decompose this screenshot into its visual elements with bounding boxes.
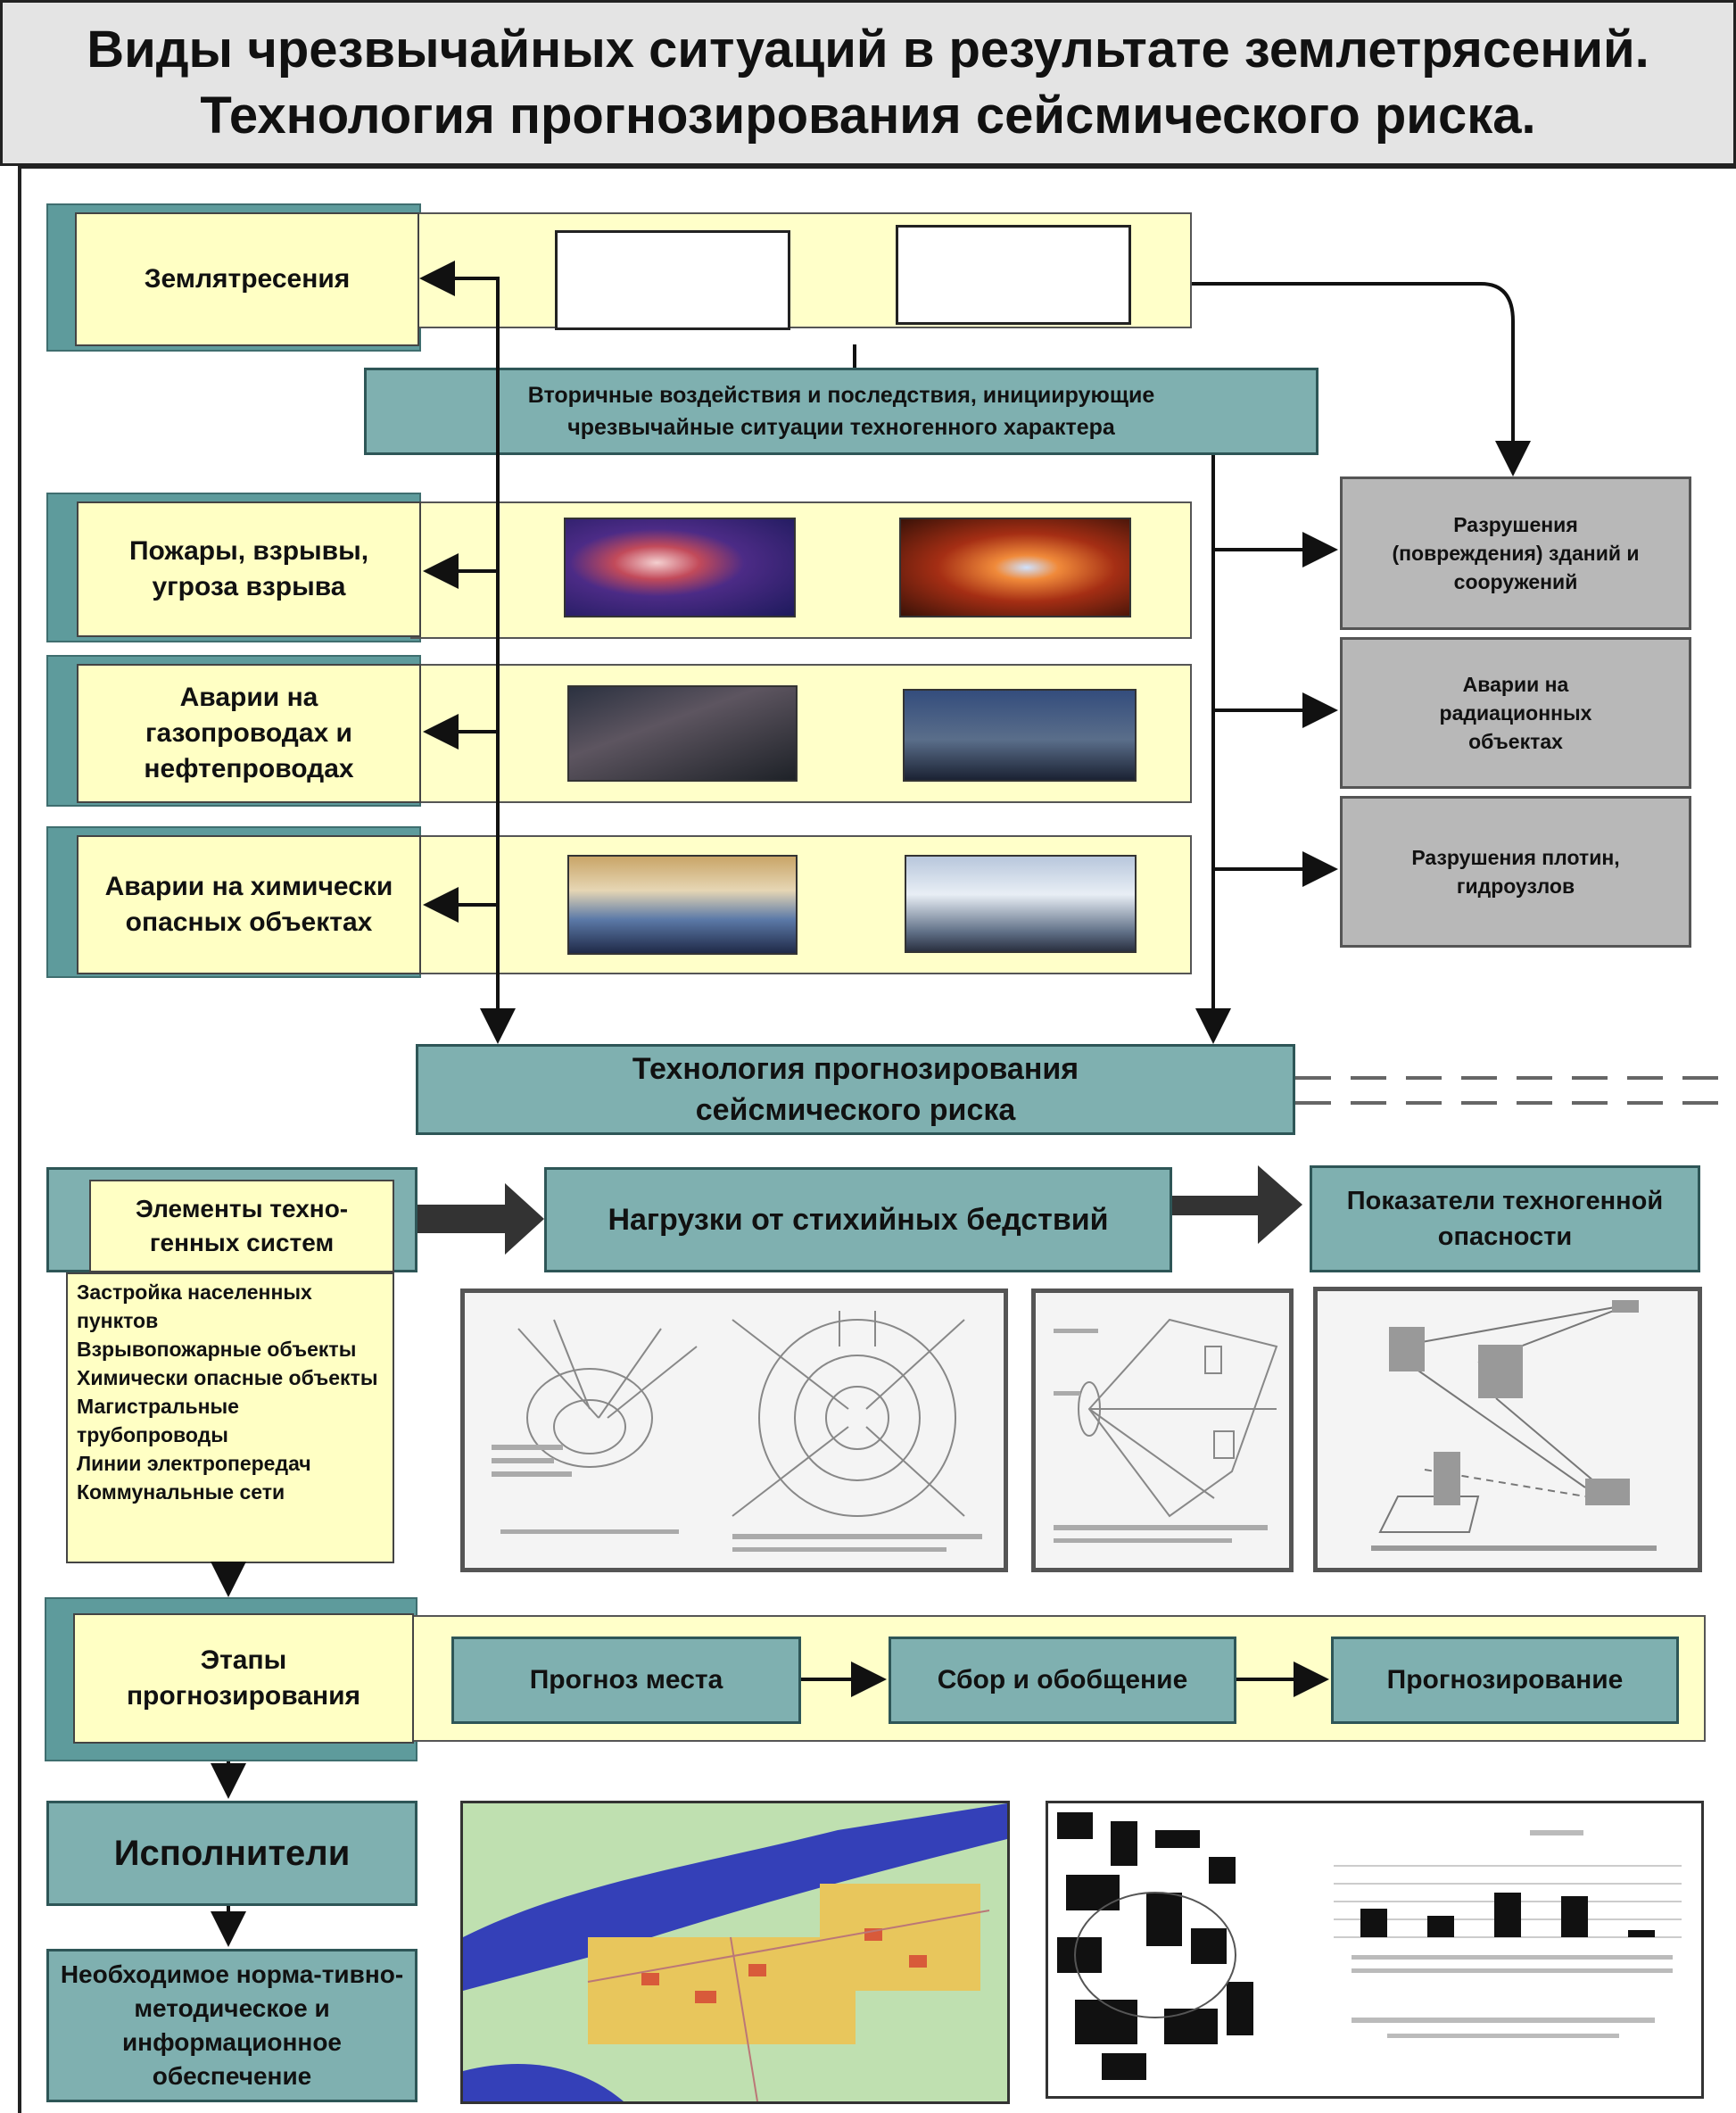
earthquake-box: Землятресения xyxy=(75,212,419,346)
city-map-image xyxy=(460,1801,1010,2104)
monitoring-scheme-image xyxy=(1313,1287,1702,1572)
pipeline-photo xyxy=(567,685,798,782)
consequence-2-label: Аварии на радиационных объектах xyxy=(1439,673,1592,753)
technology-line-1: Технология прогнозирования xyxy=(632,1052,1079,1086)
consequence-3-label: Разрушения плотин, гидроузлов xyxy=(1411,846,1620,898)
block-arrow-2 xyxy=(1172,1165,1302,1244)
element-item-4: Магистральные трубопроводы xyxy=(77,1395,239,1446)
elements-box: Элементы техно-генных систем xyxy=(89,1180,394,1272)
hazard-3-box: Аварии на химически опасных объектах xyxy=(77,835,421,974)
consequence-3-box: Разрушения плотин, гидроузлов xyxy=(1340,796,1691,948)
consequence-1-label: Разрушения (повреждения) зданий и сооруж… xyxy=(1392,513,1640,593)
monitoring-scheme-sketch xyxy=(1371,1300,1657,1551)
element-item-1: Застройка населенных пунктов xyxy=(77,1280,312,1332)
stages-box: Этапы прогнозирования xyxy=(73,1613,414,1744)
hazard-2-label: Аварии на газопроводах и нефтепроводах xyxy=(144,683,354,783)
support-label: Необходимое норма-тивно-методическое и и… xyxy=(60,1960,404,2090)
element-item-5: Линии электропередач xyxy=(77,1452,311,1475)
indicators-label: Показатели техногенной опасности xyxy=(1346,1187,1664,1251)
elements-list-box: Застройка населенных пунктов Взрывопожар… xyxy=(66,1272,394,1563)
earthquake-label: Землятресения xyxy=(144,264,351,294)
indicators-box: Показатели техногенной опасности xyxy=(1310,1165,1700,1272)
stages-label: Этапы прогнозирования xyxy=(126,1645,361,1711)
risk-chart-image xyxy=(1046,1801,1704,2099)
title-line-2: Технология прогнозирования сейсмического… xyxy=(200,87,1536,145)
technology-line-2: сейсмического риска xyxy=(695,1093,1016,1127)
blast-zone-sketch xyxy=(1054,1318,1278,1543)
elements-label: Элементы техно-генных систем xyxy=(135,1195,349,1256)
stage-3-label: Прогнозирование xyxy=(1386,1665,1624,1695)
secondary-line-2: чрезвычайные ситуации техногенного харак… xyxy=(567,415,1115,440)
hazard-3-label: Аварии на химически опасных объектах xyxy=(104,872,393,937)
executors-box: Исполнители xyxy=(46,1801,417,1906)
hazard-1-box: Пожары, взрывы, угроза взрыва xyxy=(77,501,421,637)
stage-2-box: Сбор и обобщение xyxy=(889,1637,1236,1724)
blast-zone-diagram-image xyxy=(1031,1289,1294,1572)
title-line-1: Виды чрезвычайных ситуаций в результате … xyxy=(87,21,1649,79)
loads-box: Нагрузки от стихийных бедствий xyxy=(544,1167,1172,1272)
chemical-plant-photo-1 xyxy=(567,855,798,955)
consequence-1-box: Разрушения (повреждения) зданий и сооруж… xyxy=(1340,476,1691,630)
stage-1-box: Прогноз места xyxy=(451,1637,801,1724)
stage-3-box: Прогнозирование xyxy=(1331,1637,1679,1724)
consequence-2-box: Аварии на радиационных объектах xyxy=(1340,637,1691,789)
element-item-3: Химически опасные объекты xyxy=(77,1366,378,1389)
image-placeholder-2 xyxy=(896,225,1131,325)
risk-chart-sketch xyxy=(1057,1812,1682,2080)
oil-spill-photo xyxy=(903,689,1137,782)
chemical-plant-photo-2 xyxy=(905,855,1137,953)
technology-box: Технология прогнозирования сейсмического… xyxy=(416,1044,1295,1135)
left-connector xyxy=(419,261,500,1037)
city-map-sketch xyxy=(463,1803,1007,2101)
title-bar: Виды чрезвычайных ситуаций в результате … xyxy=(0,0,1736,166)
hazard-2-box: Аварии на газопроводах и нефтепроводах xyxy=(77,664,421,803)
loads-label: Нагрузки от стихийных бедствий xyxy=(608,1202,1109,1237)
element-item-2: Взрывопожарные объекты xyxy=(77,1338,357,1361)
zoning-diagram-sketch xyxy=(492,1311,982,1552)
fire-photo xyxy=(899,518,1131,617)
block-arrow-1 xyxy=(417,1183,544,1255)
stage-1-label: Прогноз места xyxy=(529,1665,723,1695)
support-box: Необходимое норма-тивно-методическое и и… xyxy=(46,1949,417,2102)
image-placeholder-1 xyxy=(555,230,790,330)
executors-label: Исполнители xyxy=(113,1833,351,1873)
secondary-effects-box: Вторичные воздействия и последствия, ини… xyxy=(364,368,1319,455)
hazard-1-label: Пожары, взрывы, угроза взрыва xyxy=(128,536,369,601)
zoning-diagram-image xyxy=(460,1289,1008,1572)
element-item-6: Коммунальные сети xyxy=(77,1480,285,1504)
secondary-line-1: Вторичные воздействия и последствия, ини… xyxy=(527,383,1155,408)
explosion-photo xyxy=(564,518,796,617)
content-frame xyxy=(18,166,1736,2113)
stage-2-label: Сбор и обобщение xyxy=(937,1665,1188,1695)
elements-list: Застройка населенных пунктов Взрывопожар… xyxy=(68,1274,393,1510)
